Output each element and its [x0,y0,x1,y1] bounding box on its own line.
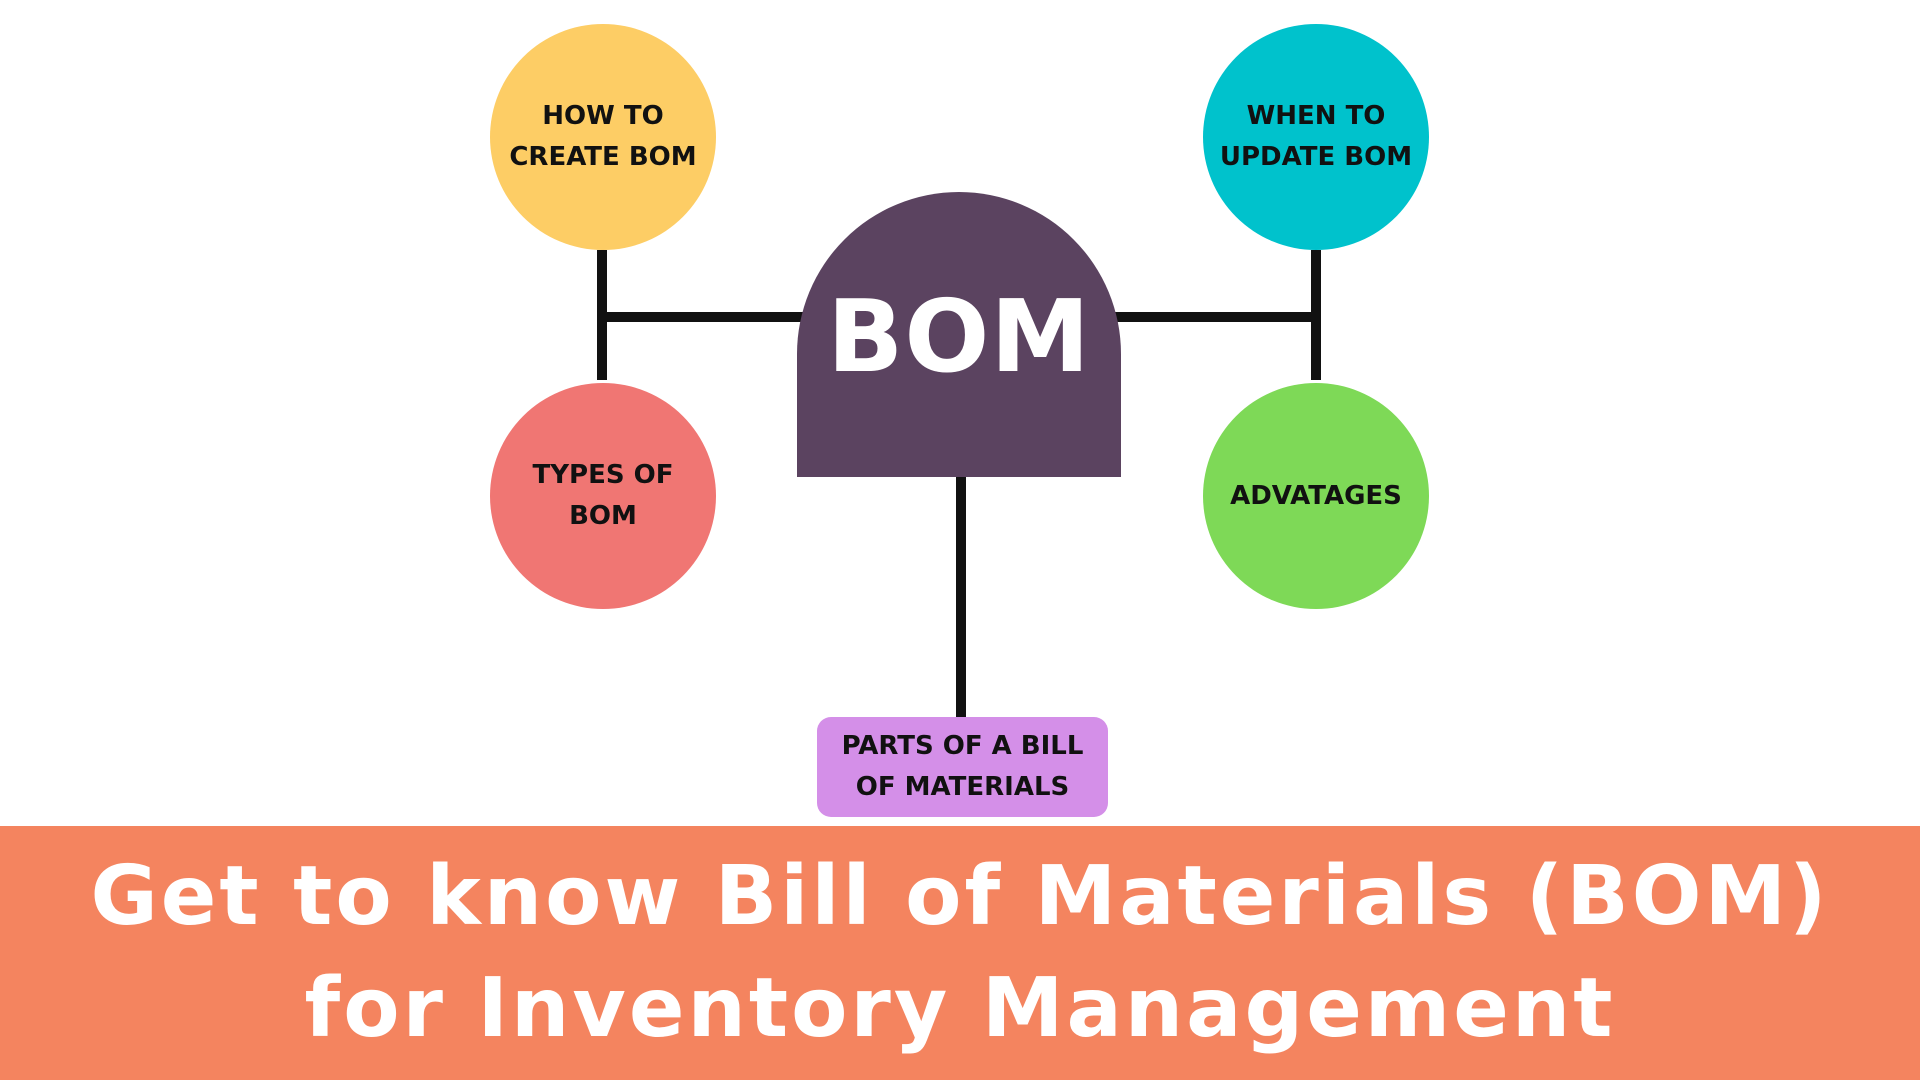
node-when-to-update-bom-label: WHEN TO UPDATE BOM [1219,101,1413,172]
node-how-to-create-bom-label: HOW TO CREATE BOM [509,101,697,172]
banner-title-line-1: Get to know Bill of Materials (BOM) [90,849,1830,944]
bottom-vertical-connector [956,477,966,717]
banner-title: Get to know Bill of Materials (BOM) for … [70,841,1849,1065]
node-advantages-label: ADVATAGES [1230,480,1402,511]
node-how-to-create-bom: HOW TO CREATE BOM [490,24,716,250]
node-advantages: ADVATAGES [1203,383,1429,609]
node-parts-of-bill-of-materials-label: PARTS OF A BILL OF MATERIALS [841,731,1084,802]
center-node-label: BOM [827,278,1091,395]
node-types-of-bom: TYPES OF BOM [490,383,716,609]
banner-title-line-2: for Inventory Management [304,961,1616,1056]
node-types-of-bom-label: TYPES OF BOM [532,460,674,531]
node-parts-of-bill-of-materials: PARTS OF A BILL OF MATERIALS [817,717,1108,817]
left-horizontal-connector [597,312,807,322]
right-horizontal-connector [1111,312,1321,322]
title-banner: Get to know Bill of Materials (BOM) for … [0,826,1920,1080]
center-node-bom: BOM [797,192,1121,477]
node-when-to-update-bom: WHEN TO UPDATE BOM [1203,24,1429,250]
